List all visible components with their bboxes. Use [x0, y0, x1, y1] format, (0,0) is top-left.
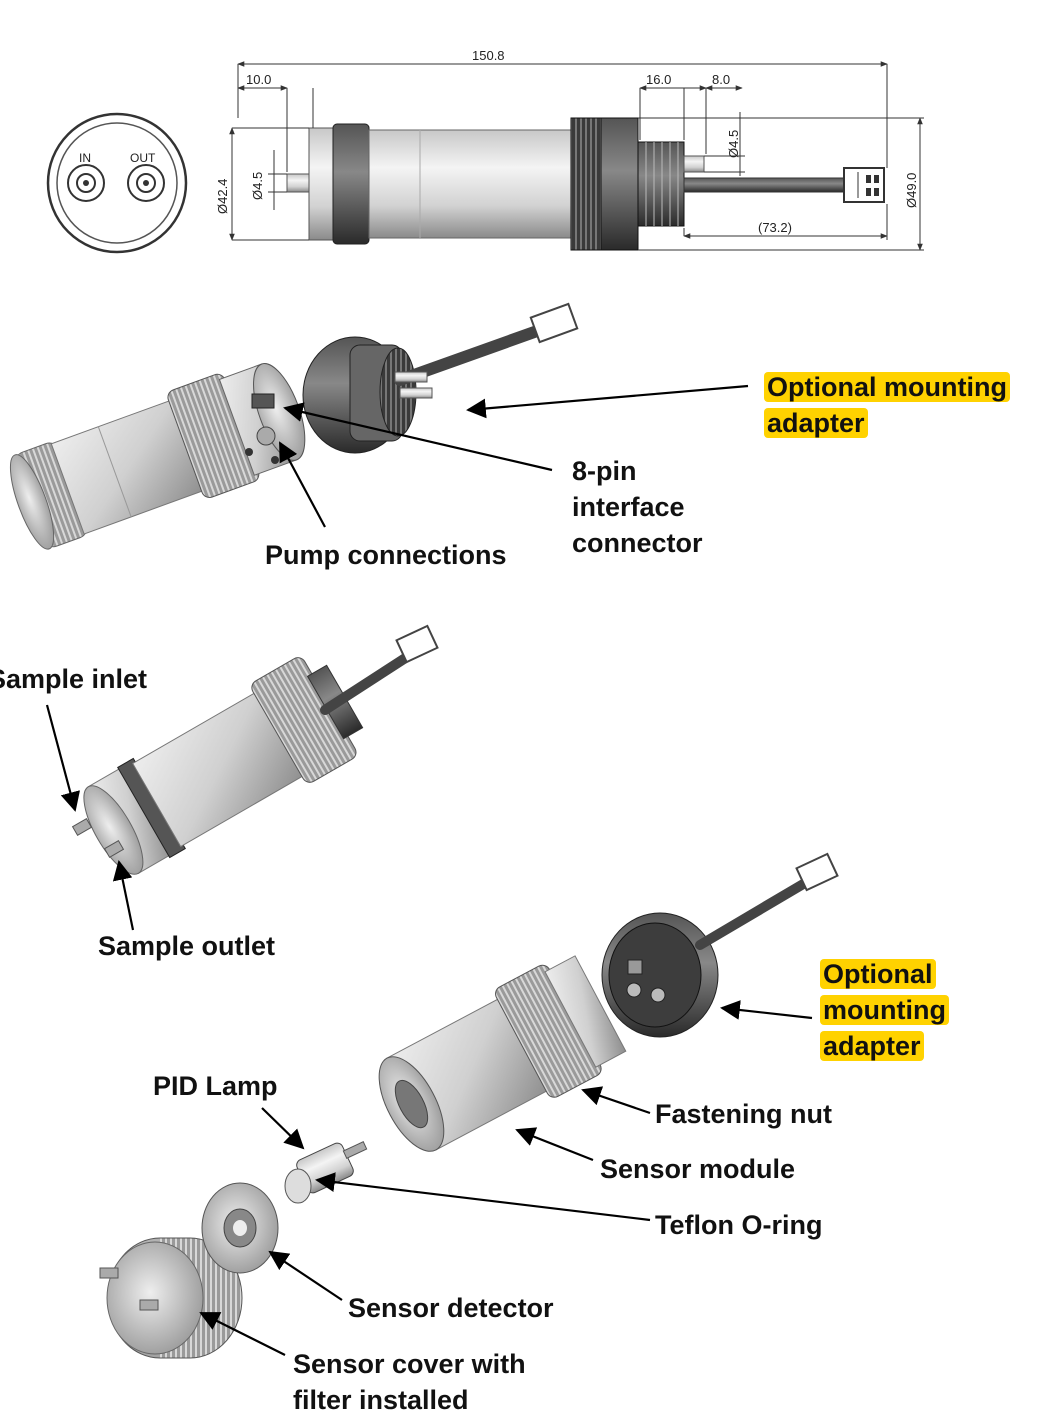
callout-arrows: [45, 384, 813, 1356]
label-sample-outlet: Sample outlet: [98, 931, 276, 961]
dim-cable-length: (73.2): [758, 220, 792, 235]
arrow-sample-outlet: [112, 860, 135, 931]
end-view: IN OUT: [46, 112, 188, 254]
label-sample-inlet: Sample inlet: [0, 664, 148, 694]
arrow-fastening-nut: [581, 1086, 651, 1115]
in-label: IN: [79, 151, 91, 165]
dim-body-diameter: Ø42.4: [215, 179, 230, 214]
label-pid-lamp: PID Lamp: [153, 1071, 278, 1101]
arrow-pid-lamp: [261, 1107, 305, 1150]
label-optional-mounting-adapter-bottom: Optional mounting adapter: [820, 956, 949, 1064]
arrow-sensor-module: [515, 1127, 594, 1162]
assembly-without-adapter: [71, 624, 439, 875]
dim-inlet-offset: 10.0: [246, 72, 271, 87]
side-view-drawing: [286, 117, 885, 251]
label-pump-connections: Pump connections: [265, 540, 507, 570]
label-fastening-nut: Fastening nut: [655, 1099, 832, 1129]
dim-port-diameter: Ø4.5: [726, 130, 741, 158]
dim-nut-width: 16.0: [646, 72, 671, 87]
label-sensor-detector: Sensor detector: [348, 1293, 554, 1323]
dim-adapter-offset: 8.0: [712, 72, 730, 87]
arrow-sample-inlet: [45, 704, 80, 812]
dimension-lines: [229, 61, 924, 251]
label-teflon-o-ring: Teflon O-ring: [655, 1210, 823, 1240]
dim-inlet-diameter: Ø4.5: [250, 172, 265, 200]
arrow-pump: [279, 441, 326, 528]
label-8-pin-interface-connector: 8-pin interface connector: [572, 456, 703, 558]
label-sensor-cover: Sensor cover with filter installed: [293, 1349, 526, 1415]
out-label: OUT: [130, 151, 156, 165]
label-optional-mounting-adapter-top: Optional mounting adapter: [764, 369, 1010, 441]
arrow-adapter-top: [466, 384, 749, 419]
arrow-8pin: [283, 402, 553, 472]
dim-nut-diameter: Ø49.0: [904, 173, 919, 208]
arrow-teflon: [315, 1172, 651, 1222]
arrow-sensor-cover: [199, 1312, 286, 1356]
arrow-adapter-bottom: [720, 1000, 813, 1020]
label-sensor-module: Sensor module: [600, 1154, 796, 1184]
assembly-with-adapter: [9, 302, 579, 550]
arrow-sensor-detector: [268, 1250, 343, 1301]
exploded-view: [99, 852, 839, 1359]
dim-overall-length: 150.8: [472, 48, 505, 63]
